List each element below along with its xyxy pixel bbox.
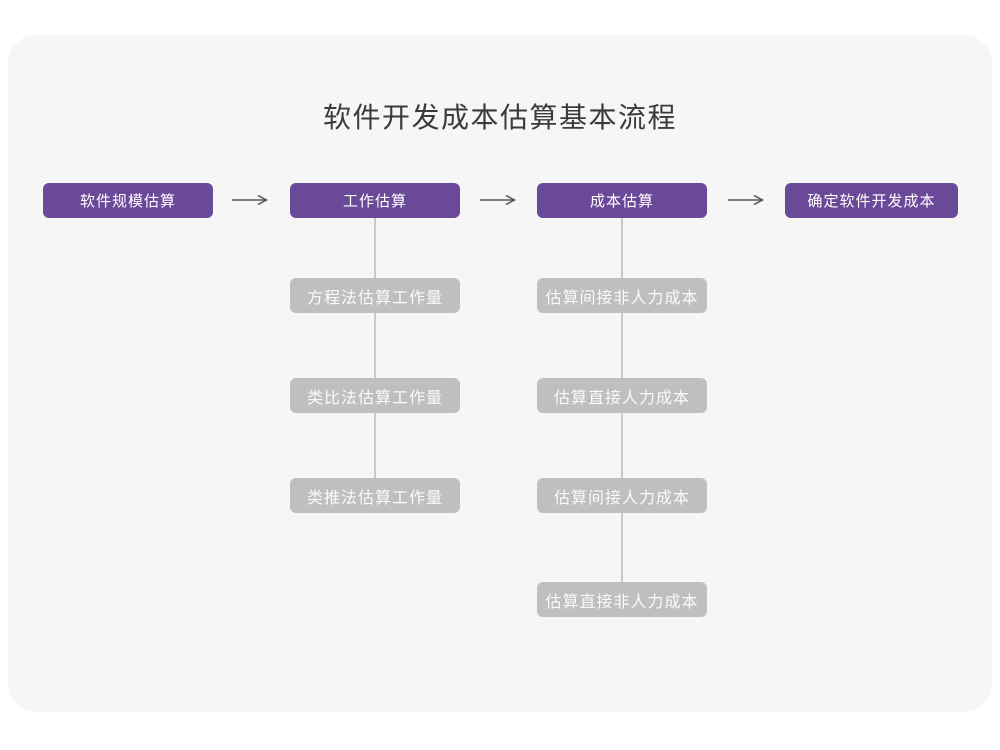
cost-indirect-labor: 估算间接人力成本 bbox=[537, 478, 707, 513]
step-work-estimation: 工作估算 bbox=[290, 183, 460, 218]
step-cost-estimation: 成本估算 bbox=[537, 183, 707, 218]
cost-direct-labor: 估算直接人力成本 bbox=[537, 378, 707, 413]
method-analogy-estimation: 类比法估算工作量 bbox=[290, 378, 460, 413]
method-equation-estimation: 方程法估算工作量 bbox=[290, 278, 460, 313]
cost-direct-nonlabor: 估算直接非人力成本 bbox=[537, 582, 707, 617]
method-extrapolation-estimation: 类推法估算工作量 bbox=[290, 478, 460, 513]
connector-line-work-estimation bbox=[374, 218, 376, 478]
cost-indirect-nonlabor: 估算间接非人力成本 bbox=[537, 278, 707, 313]
diagram-title: 软件开发成本估算基本流程 bbox=[322, 102, 677, 133]
arrow-right-icon bbox=[480, 194, 517, 206]
step-software-size-estimation: 软件规模估算 bbox=[43, 183, 213, 218]
arrow-right-icon bbox=[232, 194, 269, 206]
flowchart-card bbox=[8, 35, 992, 712]
arrow-right-icon bbox=[728, 194, 765, 206]
step-determine-development-cost: 确定软件开发成本 bbox=[785, 183, 958, 218]
